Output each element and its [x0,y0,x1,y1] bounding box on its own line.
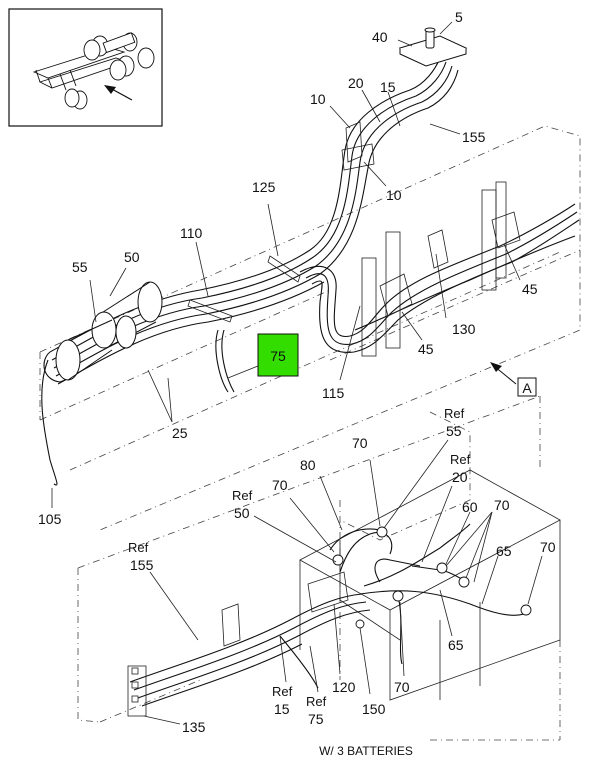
ref55-ref: Ref [444,406,465,421]
svg-text:Ref: Ref [444,406,465,421]
view-a-marker: A [490,362,537,397]
highlight-label: 75 [270,348,286,364]
battery-terminal-55 [55,281,163,381]
callout-110: 110 [180,225,203,241]
truck-chassis-icon [32,32,155,110]
terminal-block [398,27,468,67]
callout-10-lower: 10 [386,187,402,203]
callout-45-right: 45 [522,281,538,297]
callout-10-top: 10 [310,91,326,107]
lower-callouts: Ref 55 Ref 20 70 80 70 Ref 50 60 70 70 6… [128,406,556,735]
upper-callouts: 5 40 20 15 155 10 10 125 110 50 55 45 45… [38,9,538,527]
callout-60: 60 [462,499,478,515]
ref75-ref: Ref [306,694,327,709]
view-a-label: A [522,380,532,396]
callout-70-right: 70 [494,497,510,513]
ref20-ref: Ref [450,452,471,467]
lower-assembly [77,395,561,741]
callout-65-bottom: 65 [448,637,464,653]
callout-65-right: 65 [496,543,512,559]
hex-nuts [332,526,532,629]
inset-locator [8,8,163,127]
callout-70-left: 70 [272,477,288,493]
ref50-num: 50 [234,505,250,521]
callout-70-far-right: 70 [540,539,556,555]
callout-15: 15 [380,79,396,95]
callout-5: 5 [455,9,463,25]
callout-105: 105 [38,511,62,527]
callout-135: 135 [182,719,206,735]
callout-70-top: 70 [352,435,368,451]
view-arrow-icon [104,85,133,101]
callout-55: 55 [72,259,88,275]
callout-70-bottom: 70 [394,679,410,695]
callout-120: 120 [332,679,356,695]
callout-80: 80 [300,457,316,473]
callout-130: 130 [452,321,476,337]
ref15-num: 15 [274,701,290,717]
clamps [187,121,521,323]
ref155-ref: Ref [128,540,149,555]
callout-25: 25 [172,425,188,441]
callout-45-center: 45 [418,341,434,357]
callout-20: 20 [348,75,364,91]
callout-155: 155 [462,129,486,145]
callout-50: 50 [124,249,140,265]
ref15-ref: Ref [272,684,293,699]
highlight-part-75[interactable]: 75 [257,333,299,377]
ref50-ref: Ref [232,488,253,503]
ref75-num: 75 [308,711,324,727]
ref20-num: 20 [452,469,468,485]
upper-assembly [39,27,581,531]
callout-115: 115 [322,385,345,401]
ref155-num: 155 [130,557,154,573]
diagram-caption: W/ 3 BATTERIES [319,744,413,758]
callout-125: 125 [252,179,276,195]
ref55-num: 55 [446,423,462,439]
hose-bundle-lower [129,523,525,707]
callout-150: 150 [362,701,386,717]
callout-40: 40 [372,29,388,45]
